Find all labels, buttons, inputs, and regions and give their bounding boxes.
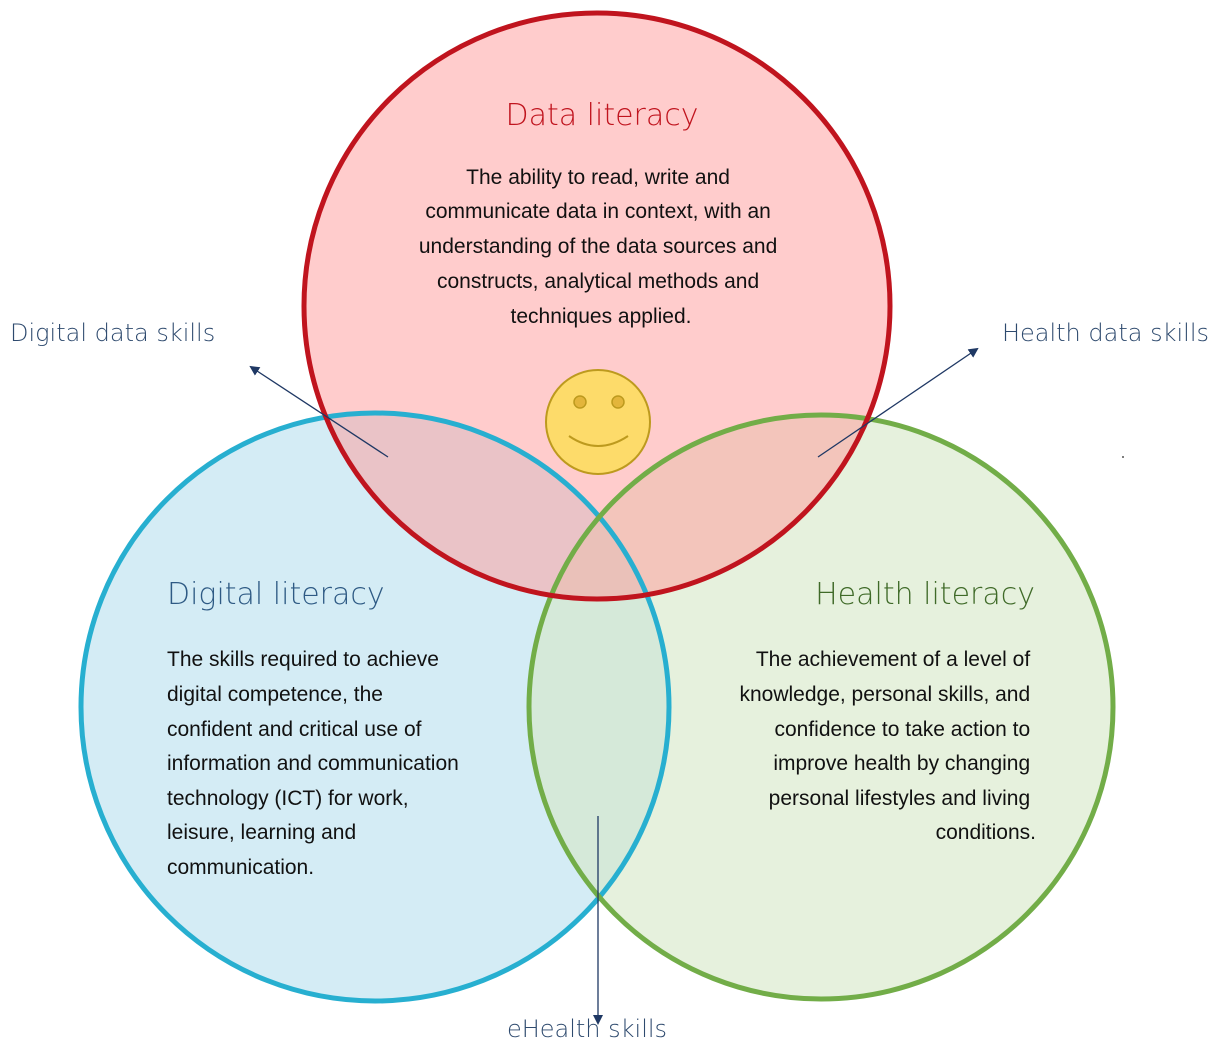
circle-outlines (78, 10, 1116, 1004)
health-literacy-line: personal lifestyles and living (769, 787, 1030, 810)
health-literacy-line: improve health by changing (773, 752, 1030, 775)
intersection-arrows (249, 347, 979, 1025)
data-literacy-line: understanding of the data sources and (419, 235, 777, 258)
health-literacy-title: Health literacy (815, 577, 1035, 612)
data-literacy-title: Data literacy (505, 98, 698, 133)
health-literacy-line: The achievement of a level of (756, 648, 1030, 671)
digital-literacy-line: information and communication (167, 752, 459, 775)
digital-literacy-title: Digital literacy (167, 577, 385, 612)
digital-literacy-line: technology (ICT) for work, (167, 787, 409, 810)
health-literacy-block: Health literacy The achievement of a lev… (739, 577, 1036, 844)
data-literacy-circle-fill (304, 13, 890, 599)
digital-literacy-block: Digital literacy The skills required to … (167, 577, 465, 879)
digital-literacy-circle (78, 410, 672, 1004)
health-literacy-line: knowledge, personal skills, and (739, 683, 1030, 706)
data-literacy-block: Data literacy The ability to read, write… (419, 98, 783, 328)
data-literacy-circle (301, 10, 893, 602)
data-literacy-description: The ability to read, write and communica… (419, 166, 783, 328)
data-literacy-line: The ability to read, write and (466, 166, 730, 189)
circle-fills (81, 13, 1113, 1001)
digital-literacy-line: digital competence, the (167, 683, 383, 706)
health-data-skills-label: Health data skills (1002, 319, 1209, 347)
digital-literacy-line: leisure, learning and (167, 821, 356, 844)
data-literacy-line: techniques applied. (511, 305, 692, 328)
health-literacy-line: confidence to take action to (774, 718, 1030, 741)
ehealth-skills-label: eHealth skills (507, 1015, 667, 1041)
digital-literacy-description: The skills required to achieve digital c… (167, 648, 465, 879)
smiley-right-eye (611, 395, 625, 409)
health-literacy-description: The achievement of a level of knowledge,… (739, 648, 1036, 844)
digital-data-arrow (249, 365, 389, 458)
data-literacy-line: communicate data in context, with an (425, 200, 771, 223)
data-literacy-line: constructs, analytical methods and (437, 270, 759, 293)
health-literacy-circle (526, 412, 1116, 1002)
health-literacy-line: conditions. (936, 821, 1036, 844)
intersection-labels: Digital data skills Health data skills e… (10, 319, 1209, 1041)
digital-literacy-line: The skills required to achieve (167, 648, 439, 671)
health-data-arrow (817, 347, 979, 458)
smiley-face-icon (545, 369, 651, 475)
digital-literacy-line: confident and critical use of (167, 718, 422, 741)
stray-dot (1122, 456, 1124, 458)
digital-data-skills-label: Digital data skills (10, 319, 215, 347)
smiley-face-outline (545, 369, 651, 475)
smiley-mouth (568, 435, 629, 447)
digital-literacy-line: communication. (167, 856, 314, 879)
smiley-left-eye (573, 395, 587, 409)
